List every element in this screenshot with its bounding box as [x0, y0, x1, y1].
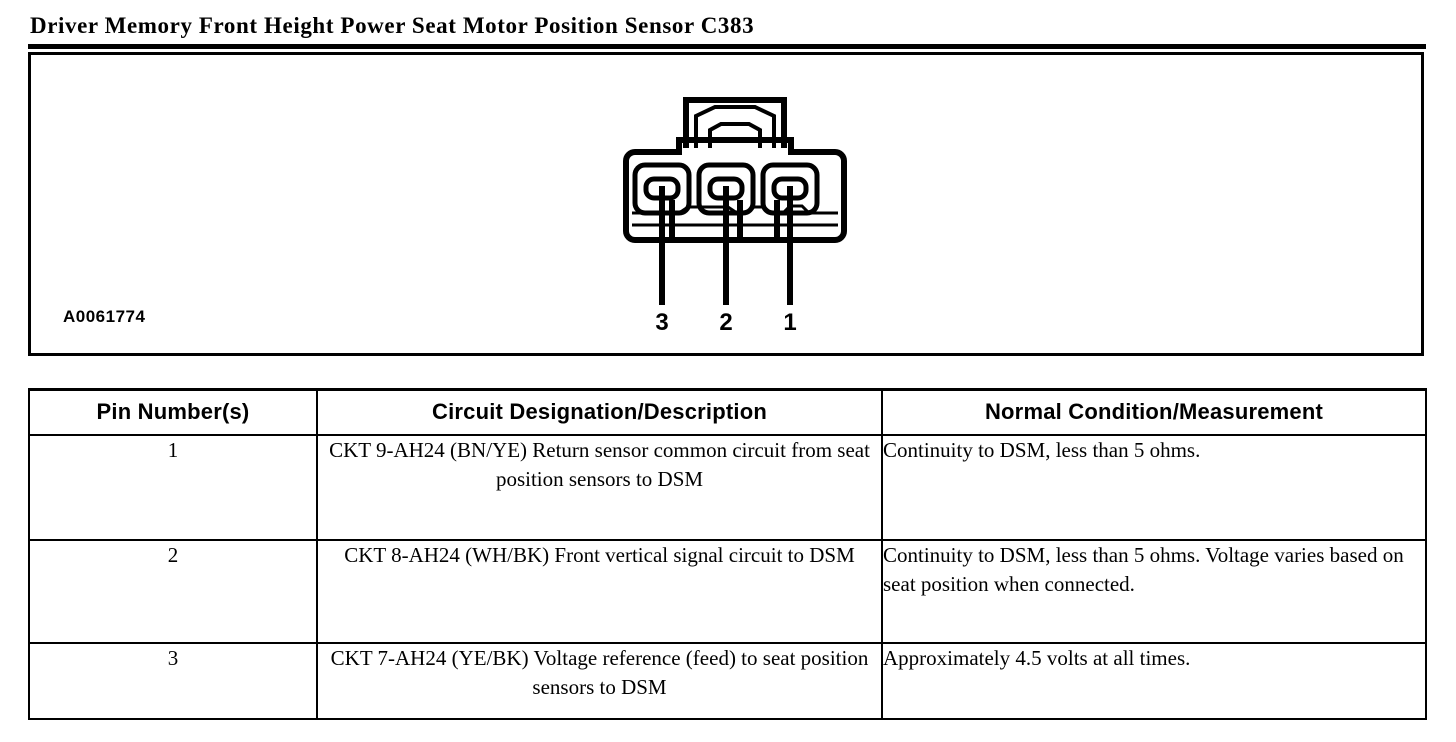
- illustration-id-label: A0061774: [63, 307, 146, 326]
- pin-callout-1: 1: [783, 309, 796, 336]
- column-header-normal-condition: Normal Condition/Measurement: [881, 388, 1427, 436]
- cell-circuit-description: CKT 8-AH24 (WH/BK) Front vertical signal…: [316, 538, 883, 644]
- cell-normal-condition: Continuity to DSM, less than 5 ohms.: [881, 433, 1427, 541]
- table-header-row: Pin Number(s) Circuit Designation/Descri…: [28, 388, 1427, 436]
- cell-circuit-description: CKT 7-AH24 (YE/BK) Voltage reference (fe…: [316, 641, 883, 720]
- cell-circuit-description: CKT 9-AH24 (BN/YE) Return sensor common …: [316, 433, 883, 541]
- title-divider: [28, 44, 1426, 49]
- cell-normal-condition: Approximately 4.5 volts at all times.: [881, 641, 1427, 720]
- cell-pin-number: 3: [28, 641, 318, 720]
- pin-callout-3: 3: [655, 309, 668, 336]
- connector-cavity-separators: [669, 200, 780, 240]
- table-row: 3 CKT 7-AH24 (YE/BK) Voltage reference (…: [28, 641, 1427, 720]
- cell-pin-number: 1: [28, 433, 318, 541]
- connector-face-view-diagram: 3 2 1: [623, 97, 847, 336]
- table-row: 1 CKT 9-AH24 (BN/YE) Return sensor commo…: [28, 433, 1427, 541]
- column-header-circuit-designation: Circuit Designation/Description: [316, 388, 883, 436]
- table-row: 2 CKT 8-AH24 (WH/BK) Front vertical sign…: [28, 538, 1427, 644]
- page-title: Driver Memory Front Height Power Seat Mo…: [30, 13, 755, 38]
- pin-callout-2: 2: [719, 309, 732, 336]
- connector-top-tab-inner: [694, 105, 776, 148]
- cell-pin-number: 2: [28, 538, 318, 644]
- column-header-pin-number: Pin Number(s): [28, 388, 318, 436]
- connector-illustration-frame: 3 2 1 A0061774: [28, 52, 1424, 356]
- connector-body-outline: [623, 137, 847, 243]
- cell-normal-condition: Continuity to DSM, less than 5 ohms. Vol…: [881, 538, 1427, 644]
- connector-top-tab: [683, 97, 787, 148]
- pin-leader-lines: [659, 186, 793, 305]
- pin-description-table: Pin Number(s) Circuit Designation/Descri…: [28, 388, 1427, 720]
